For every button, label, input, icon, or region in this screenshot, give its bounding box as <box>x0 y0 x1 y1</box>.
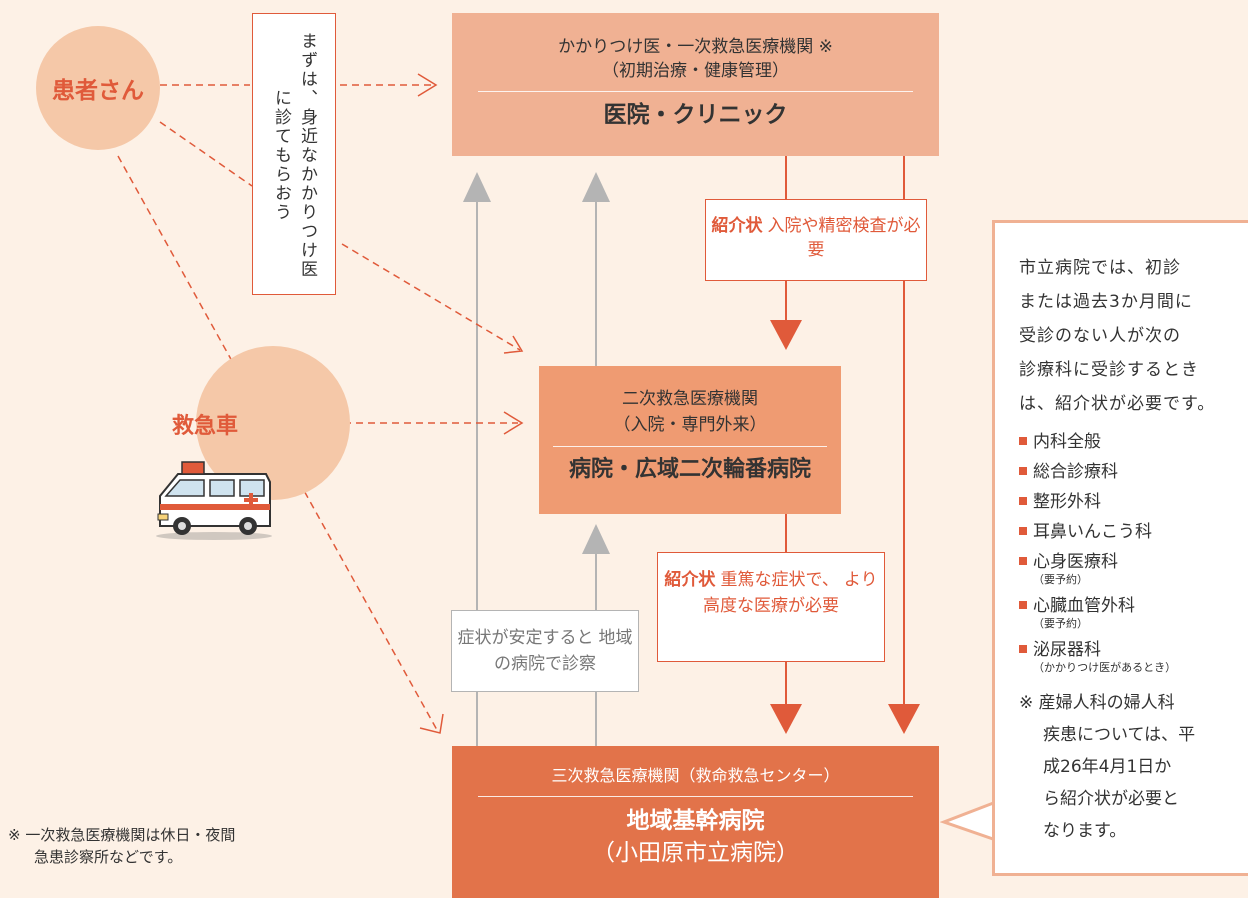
note-line-2: に診てもらおう <box>271 89 291 222</box>
bullet-icon <box>1019 601 1027 609</box>
secondary-subtitle: （入院・専門外来） <box>613 415 767 435</box>
ambulance-label: 救急車 <box>171 414 238 439</box>
note-line-2: 疾患については、平 <box>1043 725 1196 745</box>
referral-2-title: 紹介状 <box>664 570 716 590</box>
footnote-line2: 急患診察所などです。 <box>34 848 183 866</box>
bullet-icon <box>1019 497 1027 505</box>
stable-line2: 地域の病院で診察 <box>494 628 633 674</box>
referral-1-text: 入院や精密検査が必要 <box>767 216 921 260</box>
patient-circle <box>36 26 160 150</box>
up-arrow-middle <box>582 172 610 202</box>
primary-title: かかりつけ医・一次救急医療機関 ※ <box>558 37 833 57</box>
list-item: 心臓血管外科（要予約） <box>1019 595 1248 631</box>
down-arrow-3 <box>888 704 920 734</box>
referral-2-line2: より高度な医療が必要 <box>703 570 878 616</box>
secondary-title: 二次救急医療機関 <box>622 389 758 409</box>
note-line-3: 成26年4月1日か <box>1043 757 1172 777</box>
callout-note: ※ 産婦人科の婦人科 疾患については、平 成26年4月1日か ら紹介状が必要と … <box>1019 687 1248 847</box>
list-item: 総合診療科 <box>1019 461 1248 483</box>
primary-name: 医院・クリニック <box>603 102 788 128</box>
bullet-icon <box>1019 437 1027 445</box>
referral-2-line1: 重篤な症状で、 <box>720 570 839 590</box>
tertiary-name2: （小田原市立病院） <box>592 840 799 866</box>
list-item: 整形外科 <box>1019 491 1248 513</box>
footnote-line1: ※ 一次救急医療機関は休日・夜間 <box>8 826 236 844</box>
intro-line-4: 診療科に受診するとき <box>1019 360 1199 380</box>
tertiary-title: 三次救急医療機関（救命救急センター） <box>551 766 840 785</box>
intro-line-2: または過去3か月間に <box>1019 292 1193 312</box>
up-arrow-left <box>463 172 491 202</box>
down-arrow-2 <box>770 704 802 734</box>
secondary-care-box: 二次救急医療機関 （入院・専門外来） 病院・広域二次輪番病院 <box>539 366 841 514</box>
note-line-4: ら紹介状が必要と <box>1043 789 1179 809</box>
callout-intro: 市立病院では、初診 または過去3か月間に 受診のない人が次の 診療科に受診すると… <box>1019 251 1248 421</box>
referral-1-title: 紹介状 <box>711 216 763 236</box>
intro-line-1: 市立病院では、初診 <box>1019 258 1181 278</box>
note-line-1: ※ 産婦人科の婦人科 <box>1019 693 1175 713</box>
bullet-icon <box>1019 527 1027 535</box>
note-line-5: なります。 <box>1043 821 1127 841</box>
bullet-icon <box>1019 467 1027 475</box>
list-item: 内科全般 <box>1019 431 1248 453</box>
secondary-name: 病院・広域二次輪番病院 <box>568 457 811 482</box>
intro-line-5: は、紹介状が必要です。 <box>1019 394 1216 414</box>
referral-box-2: 紹介状 重篤な症状で、 より高度な医療が必要 <box>657 552 885 662</box>
bullet-icon <box>1019 645 1027 653</box>
down-arrow-1 <box>770 320 802 350</box>
note-line-1: まずは、身近なかかりつけ医 <box>297 32 317 279</box>
stable-condition-box: 症状が安定すると 地域の病院で診察 <box>451 610 639 692</box>
family-doctor-note: まずは、身近なかかりつけ医 に診てもらおう <box>252 13 336 295</box>
callout-pointer <box>940 800 1000 843</box>
primary-subtitle: （初期治療・健康管理） <box>602 61 789 81</box>
ambulance-icon <box>156 461 272 540</box>
list-item: 泌尿器科（かかりつけ医があるとき） <box>1019 639 1248 675</box>
patient-label: 患者さん <box>52 78 144 104</box>
tertiary-name: 地域基幹病院 <box>626 808 765 834</box>
referral-info-callout: 市立病院では、初診 または過去3か月間に 受診のない人が次の 診療科に受診すると… <box>992 220 1248 876</box>
list-item: 心身医療科（要予約） <box>1019 551 1248 587</box>
up-arrow-lower <box>582 524 610 554</box>
bullet-icon <box>1019 557 1027 565</box>
referral-box-1: 紹介状 入院や精密検査が必要 <box>705 199 927 281</box>
stable-line1: 症状が安定すると <box>457 628 594 648</box>
department-list: 内科全般 総合診療科 整形外科 耳鼻いんこう科 心身医療科（要予約） 心臓血管外… <box>1019 431 1248 675</box>
list-item: 耳鼻いんこう科 <box>1019 521 1248 543</box>
primary-care-box: かかりつけ医・一次救急医療機関 ※ （初期治療・健康管理） 医院・クリニック <box>452 13 939 156</box>
intro-line-3: 受診のない人が次の <box>1019 326 1181 346</box>
footnote: ※ 一次救急医療機関は休日・夜間 急患診察所などです。 <box>8 824 235 868</box>
tertiary-care-box: 三次救急医療機関（救命救急センター） 地域基幹病院 （小田原市立病院） <box>452 746 939 898</box>
